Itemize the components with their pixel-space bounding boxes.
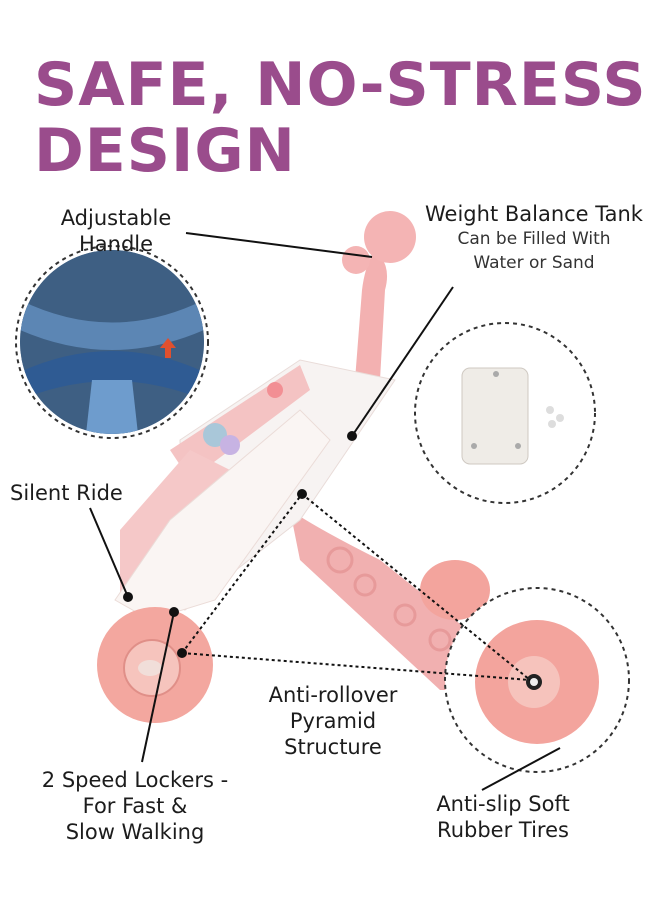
adjustable-handle-label: Adjustable Handle bbox=[44, 205, 188, 257]
lockers-line-3: Slow Walking bbox=[65, 820, 205, 844]
pyramid-line-2: Pyramid bbox=[289, 709, 377, 733]
weight-tank-zoom-circle bbox=[414, 322, 596, 504]
pyramid-line-1: Anti-rollover bbox=[268, 683, 398, 707]
silent-ride-text: Silent Ride bbox=[10, 481, 123, 505]
anti-rollover-label: Anti-rollover Pyramid Structure bbox=[248, 682, 418, 760]
weight-balance-tank-label: Weight Balance Tank Can be Filled With W… bbox=[412, 201, 656, 275]
speed-lockers-label: 2 Speed Lockers - For Fast & Slow Walkin… bbox=[30, 767, 240, 845]
tank-sub-1: Can be Filled With bbox=[457, 229, 611, 249]
pyramid-line-3: Structure bbox=[284, 735, 382, 759]
silent-ride-zoom-circle bbox=[15, 245, 209, 439]
tires-line-1: Anti-slip Soft bbox=[436, 792, 570, 816]
handle-line-2: Handle bbox=[78, 232, 154, 256]
anti-slip-tires-label: Anti-slip Soft Rubber Tires bbox=[420, 791, 586, 843]
tank-sub-2: Water or Sand bbox=[473, 253, 595, 273]
handle-line-1: Adjustable bbox=[60, 206, 172, 230]
headline-line-1: SAFE, NO-STRESS bbox=[34, 50, 647, 120]
silent-ride-label: Silent Ride bbox=[10, 480, 134, 506]
lockers-line-1: 2 Speed Lockers - bbox=[41, 768, 229, 792]
page-headline: SAFE, NO-STRESS DESIGN bbox=[34, 52, 647, 184]
lockers-line-2: For Fast & bbox=[82, 794, 188, 818]
tank-title: Weight Balance Tank bbox=[425, 202, 643, 226]
headline-line-2: DESIGN bbox=[34, 116, 296, 186]
leader-lines bbox=[89, 232, 561, 791]
tires-line-2: Rubber Tires bbox=[437, 818, 569, 842]
walker-body bbox=[97, 211, 630, 773]
